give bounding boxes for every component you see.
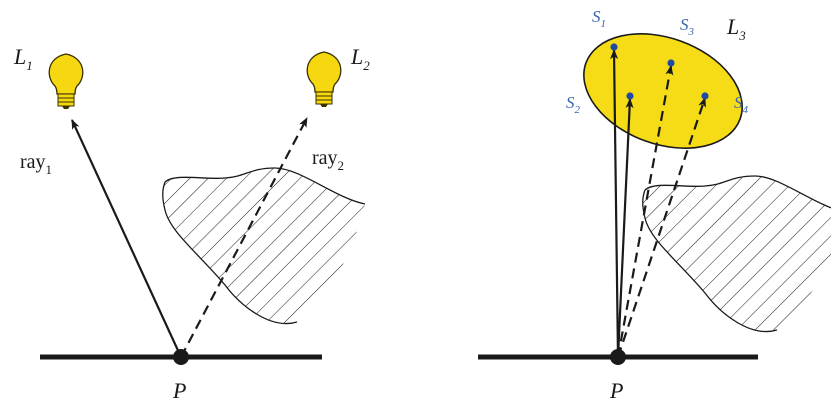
label-l2: L2 xyxy=(350,44,370,73)
sample-point-s4 xyxy=(701,92,708,99)
left-panel: L1 L2 ray1 ray2 P xyxy=(13,44,380,403)
sample-point-s2 xyxy=(626,92,633,99)
label-ray2: ray2 xyxy=(312,147,344,173)
label-l1: L1 xyxy=(13,44,33,73)
label-l3: L3 xyxy=(726,14,746,43)
light-bulb-icon xyxy=(49,54,83,109)
left-point-p xyxy=(173,349,189,365)
label-right-p: P xyxy=(609,378,623,403)
right-panel: L3 S1 S2 S3 S4 P xyxy=(478,7,831,403)
label-ray1: ray1 xyxy=(20,151,52,177)
light-bulb-icon xyxy=(307,52,341,107)
ray1-arrow xyxy=(72,120,181,357)
label-left-p: P xyxy=(172,378,186,403)
label-s3: S3 xyxy=(680,15,695,38)
label-s2: S2 xyxy=(566,93,581,116)
right-occluder xyxy=(630,170,831,350)
right-point-p xyxy=(610,349,626,365)
left-occluder xyxy=(150,160,380,340)
sample-point-s1 xyxy=(610,43,617,50)
sample-point-s3 xyxy=(667,59,674,66)
label-s1: S1 xyxy=(592,7,606,30)
